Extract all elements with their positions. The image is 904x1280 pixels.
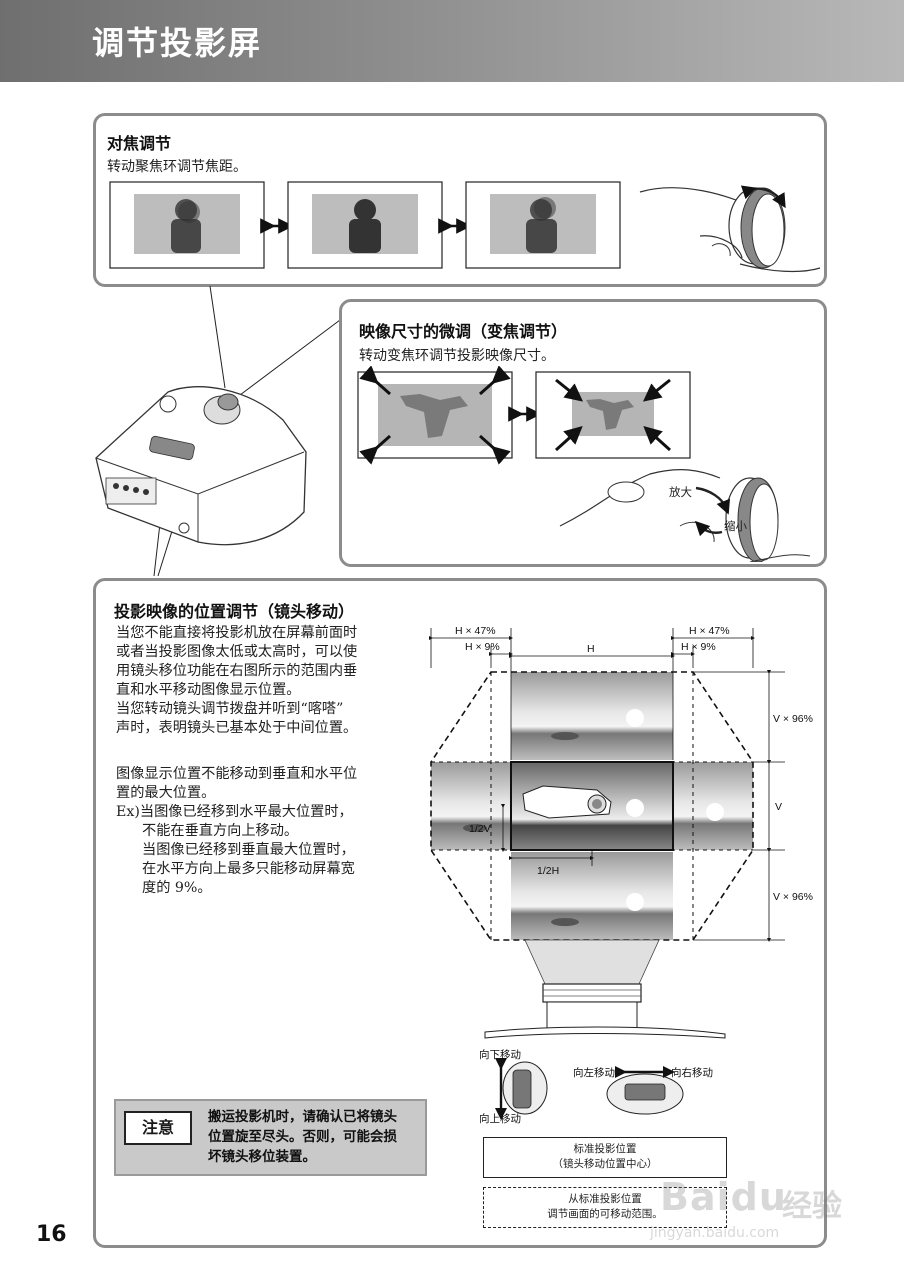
- zoom-title: 映像尺寸的微调（变焦调节）: [359, 322, 568, 341]
- text-line: 图像显示位置不能移动到垂直和水平位: [116, 766, 358, 782]
- zoom-frame-large: [357, 366, 513, 465]
- dial-label: 向右移动: [671, 1066, 713, 1079]
- shrink-label: 缩小: [724, 519, 747, 533]
- dim-label: 1/2V: [469, 823, 491, 835]
- zoom-description: 转动变焦环调节投影映像尺寸。: [359, 348, 555, 364]
- dim-label: V: [775, 801, 782, 813]
- focus-illustration: [109, 181, 821, 273]
- text-line: 当您转动镜头调节拨盘并听到“喀嗒”: [116, 701, 344, 717]
- dial-label: 向下移动: [479, 1048, 521, 1061]
- text-line: 声时，表明镜头已基本处于中间位置。: [116, 720, 358, 736]
- text-line: 或者当投影图像太低或太高时，可以使: [116, 644, 358, 660]
- page-number: 16: [36, 1222, 67, 1247]
- text-line: 搬运投影机时，请确认已将镜头: [208, 1109, 397, 1125]
- dim-label: H × 9%: [465, 641, 500, 653]
- zoom-frame-small: [535, 371, 691, 459]
- legend-line: 从标准投影位置: [568, 1193, 642, 1205]
- text-line: 直和水平移动图像显示位置。: [116, 682, 301, 698]
- zoom-illustration: [357, 366, 811, 562]
- text-line: 当图像已经移到垂直最大位置时，: [142, 842, 355, 858]
- projector-thumbnail: [522, 785, 612, 819]
- legend-standard-position: 标准投影位置 （镜头移动位置中心）: [483, 1137, 727, 1178]
- lens-shift-paragraph-2: 图像显示位置不能移动到垂直和水平位 置的最大位置。 Ex)当图像已经移到水平最大…: [116, 765, 357, 898]
- lens-shift-diagram: H × 47% H × 9% H H × 47% H × 9% V × 96% …: [429, 625, 813, 1125]
- focus-frame-sharp: [287, 181, 443, 269]
- horizontal-shift-dial: [606, 1066, 684, 1115]
- caution-note: 注意 搬运投影机时，请确认已将镜头 位置旋至尽头。否则，可能会损 坏镜头移位装置…: [114, 1099, 427, 1176]
- text-line: Ex)当图像已经移到水平最大位置时，: [116, 804, 353, 820]
- caution-text: 搬运投影机时，请确认已将镜头 位置旋至尽头。否则，可能会损 坏镜头移位装置。: [208, 1107, 397, 1167]
- dim-label: H: [587, 643, 595, 655]
- text-line: 置的最大位置。: [116, 785, 216, 801]
- focus-ring-illustration: [639, 185, 821, 273]
- text-line: 用镜头移位功能在右图所示的范围内垂: [116, 663, 358, 679]
- legend-line: 标准投影位置: [573, 1143, 637, 1155]
- watermark-url: jingyan.baidu.com: [650, 1225, 780, 1241]
- text-line: 坏镜头移位装置。: [208, 1149, 316, 1165]
- text-line: 不能在垂直方向上移动。: [142, 823, 299, 839]
- page-title: 调节投影屏: [92, 24, 263, 62]
- vertical-shift-dial: [495, 1058, 548, 1120]
- dim-label: V × 96%: [773, 891, 813, 903]
- text-line: 当您不能直接将投影机放在屏幕前面时: [116, 625, 358, 641]
- dim-label: V × 96%: [773, 713, 813, 725]
- text-line: 度的 9%。: [142, 880, 212, 896]
- legend-line: （镜头移动位置中心）: [552, 1158, 658, 1170]
- legend-line: 调节画面的可移动范围。: [547, 1208, 663, 1220]
- lens-shift-title: 投影映像的位置调节（镜头移动）: [114, 602, 355, 621]
- focus-title: 对焦调节: [107, 134, 172, 153]
- dim-label: H × 47%: [689, 625, 730, 637]
- zoom-ring-illustration: [559, 469, 811, 562]
- dim-label: H × 47%: [455, 625, 496, 637]
- focus-frame-blurred-right: [465, 181, 621, 269]
- watermark: Baidu 经验 jingyan.baidu.com: [640, 1145, 860, 1245]
- lens-shift-paragraph-1: 当您不能直接将投影机放在屏幕前面时 或者当投影图像太低或太高时，可以使 用镜头移…: [116, 624, 357, 738]
- caution-label: 注意: [124, 1111, 192, 1145]
- legend-movable-range: 从标准投影位置 调节画面的可移动范围。: [483, 1187, 727, 1228]
- dial-label: 向上移动: [479, 1112, 521, 1125]
- watermark-cn: 经验: [782, 1189, 842, 1224]
- dim-label: 1/2H: [537, 865, 559, 877]
- enlarge-label: 放大: [669, 485, 692, 499]
- text-line: 位置旋至尽头。否则，可能会损: [208, 1129, 397, 1145]
- dim-label: H × 9%: [681, 641, 716, 653]
- projector-illustration: [95, 285, 341, 577]
- focus-frame-blurred-left: [109, 181, 265, 269]
- text-line: 在水平方向上最多只能移动屏幕宽: [142, 861, 355, 877]
- focus-description: 转动聚焦环调节焦距。: [107, 159, 247, 175]
- dial-label: 向左移动: [573, 1066, 615, 1079]
- watermark-brand: Baidu: [660, 1175, 787, 1219]
- page-header: 调节投影屏: [0, 0, 904, 82]
